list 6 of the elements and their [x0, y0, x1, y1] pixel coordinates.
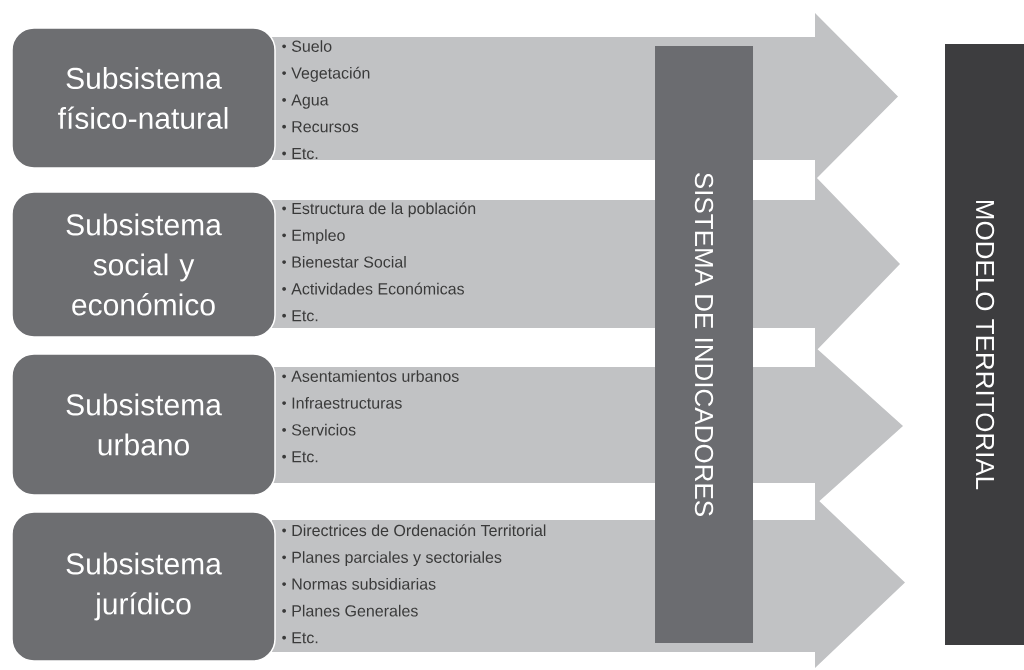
subsystem-box: Subsistema físico-natural — [11, 27, 276, 169]
vertical-bar: SISTEMA DE INDICADORES — [655, 46, 753, 643]
subsystem-box: Subsistema jurídico — [11, 511, 276, 662]
subsystem-box: Subsistema urbano — [11, 353, 276, 496]
vertical-box: MODELO TERRITORIAL — [945, 44, 1024, 645]
subsystem-box: Subsistema social y económico — [11, 191, 276, 338]
